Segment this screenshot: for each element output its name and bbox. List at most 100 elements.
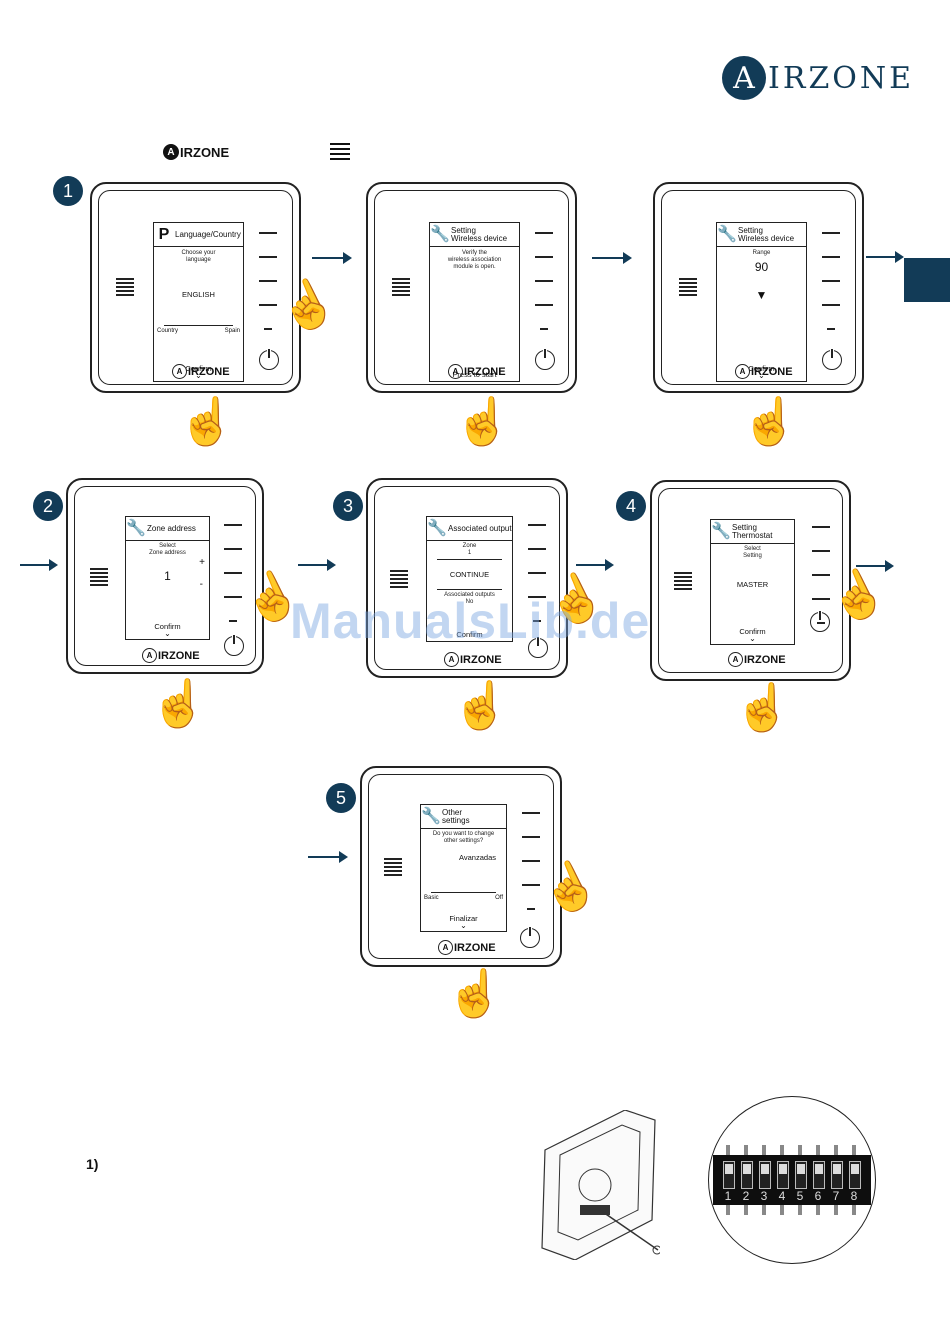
dip-switch-number: 1 xyxy=(724,1189,732,1203)
chevron-down-icon: ⌄ xyxy=(749,634,756,643)
menu-icon[interactable] xyxy=(384,858,402,878)
step-badge-4: 4 xyxy=(616,491,646,521)
screen-text: Do you want to change xyxy=(432,831,495,837)
chevron-down-icon: ⌄ xyxy=(195,371,202,380)
dip-switch-number: 5 xyxy=(796,1189,804,1203)
arrow-right-icon xyxy=(592,252,632,264)
pointing-hand-icon: ☝ xyxy=(150,677,208,729)
menu-icon[interactable] xyxy=(392,278,410,298)
device-logo-mark: A xyxy=(142,648,157,663)
touch-keys[interactable] xyxy=(259,232,277,352)
power-icon[interactable] xyxy=(259,348,279,370)
country-value: Spain xyxy=(224,328,240,334)
device-logo-mark: A xyxy=(728,652,743,667)
screen-text: module is open. xyxy=(453,264,496,270)
minus-icon: - xyxy=(199,579,203,590)
menu-icon[interactable] xyxy=(674,572,692,592)
screen-subtitle: Thermostat xyxy=(732,530,773,540)
zone-label: Zone xyxy=(462,543,477,549)
finish-label: Finalizar xyxy=(449,914,478,923)
zone-value: 1 xyxy=(467,550,472,556)
menu-icon[interactable] xyxy=(116,278,134,298)
step-badge-1: 1 xyxy=(53,176,83,206)
arrow-right-icon xyxy=(866,251,904,263)
screen-text: Setting xyxy=(743,553,762,559)
power-icon[interactable] xyxy=(822,348,842,370)
arrow-right-icon xyxy=(298,559,336,571)
thermostat-screen: 🔧Zone address Select Zone address 1 + - … xyxy=(125,516,210,640)
power-icon[interactable] xyxy=(224,634,244,656)
device-logo-mark: A xyxy=(444,652,459,667)
arrow-right-icon xyxy=(312,252,352,264)
wrench-icon: 🔧 xyxy=(421,807,441,825)
chevron-down-icon: ⌄ xyxy=(164,629,171,638)
step-badge-5: 5 xyxy=(326,783,356,813)
arrow-right-icon xyxy=(308,851,348,863)
step-badge-3: 3 xyxy=(333,491,363,521)
device-logo-mark: A xyxy=(735,364,750,379)
pointing-hand-icon: ☝ xyxy=(452,679,510,731)
chevron-down-icon: ⌄ xyxy=(758,371,765,380)
dip-pin xyxy=(852,1145,856,1155)
device-logo-mark: A xyxy=(438,940,453,955)
wrench-icon: 🔧 xyxy=(711,522,731,540)
dip-pin xyxy=(816,1145,820,1155)
language-value: ENGLISH xyxy=(182,290,215,299)
dip-pin xyxy=(798,1205,802,1215)
dip-switch xyxy=(795,1161,807,1189)
screen-title: Setting xyxy=(451,225,476,235)
thermostat-device: 🔧Associated output Zone 1 CONTINUE Assoc… xyxy=(366,478,568,678)
thermostat-screen: 🔧Associated output Zone 1 CONTINUE Assoc… xyxy=(426,516,513,642)
screen-text: Choose your xyxy=(181,250,216,256)
screen-text: wireless association xyxy=(447,257,502,263)
dip-pin xyxy=(744,1205,748,1215)
screen-title: Language/Country xyxy=(175,229,241,239)
power-icon[interactable] xyxy=(520,926,540,948)
menu-icon[interactable] xyxy=(390,570,408,590)
dip-pin xyxy=(762,1145,766,1155)
touch-keys[interactable] xyxy=(522,812,540,932)
dip-switch-number: 7 xyxy=(832,1189,840,1203)
screen-text: other settings? xyxy=(443,838,484,844)
menu-icon[interactable] xyxy=(679,278,697,298)
language-icon: P xyxy=(158,225,170,243)
device-logo-mark: A xyxy=(172,364,187,379)
confirm-label: Confirm xyxy=(154,622,181,631)
dip-pin xyxy=(726,1205,730,1215)
press-to-start-label: Press to start xyxy=(452,370,497,379)
device-logo-word: IRZONE xyxy=(454,941,496,954)
associated-outputs-label: Associated outputs xyxy=(444,592,495,598)
thermostat-device: P Language/Country Choose your language E… xyxy=(90,182,301,393)
power-icon[interactable] xyxy=(810,610,830,632)
dip-pin xyxy=(834,1205,838,1215)
touch-keys[interactable] xyxy=(224,524,242,644)
zone-address-value: 1 xyxy=(164,569,171,583)
screen-text: Select xyxy=(159,543,176,549)
device-logo-word: IRZONE xyxy=(188,365,230,378)
menu-icon[interactable] xyxy=(90,568,108,588)
inline-logo-word: IRZONE xyxy=(180,144,230,160)
dip-switch xyxy=(723,1161,735,1189)
airzone-logo-mark: A xyxy=(722,56,766,100)
dip-pin xyxy=(780,1205,784,1215)
dip-pin xyxy=(780,1145,784,1155)
touch-keys[interactable] xyxy=(822,232,840,352)
touch-keys[interactable] xyxy=(528,524,546,644)
wrench-icon: 🔧 xyxy=(427,519,447,537)
screen-text: language xyxy=(186,257,211,263)
range-value: 90 xyxy=(754,260,769,274)
power-icon[interactable] xyxy=(535,348,555,370)
inline-logo-mark: A xyxy=(163,144,179,160)
pointing-hand-icon: ☝ xyxy=(178,395,236,447)
power-icon[interactable] xyxy=(528,636,548,658)
touch-keys[interactable] xyxy=(535,232,553,352)
dip-switch-number: 8 xyxy=(850,1189,858,1203)
device-logo-word: IRZONE xyxy=(744,653,786,666)
